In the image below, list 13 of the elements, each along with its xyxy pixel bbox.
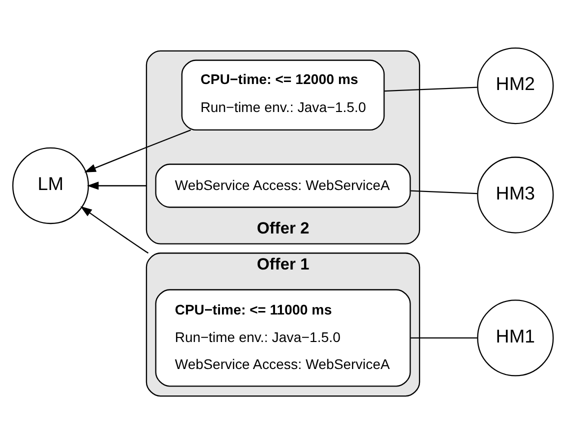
arrow bbox=[87, 182, 146, 190]
node-box: WebService Access: WebServiceA bbox=[155, 164, 411, 208]
arrow bbox=[84, 130, 191, 172]
node-circle: HM3 bbox=[477, 156, 554, 234]
node-circle: HM1 bbox=[477, 300, 554, 376]
node-box: CPU−time: <= 11000 ms Run−time env.: Java−1.5.0 WebService Access: WebServiceA bbox=[155, 289, 411, 387]
arrow bbox=[80, 206, 149, 254]
node-box: CPU−time: <= 12000 ms Run−time env.: Java−1.5.0 bbox=[181, 60, 385, 131]
connector bbox=[384, 86, 478, 92]
connector bbox=[410, 337, 478, 339]
node-circle: LM bbox=[12, 147, 89, 224]
node-circle: HM2 bbox=[477, 47, 554, 124]
connector bbox=[410, 190, 478, 194]
